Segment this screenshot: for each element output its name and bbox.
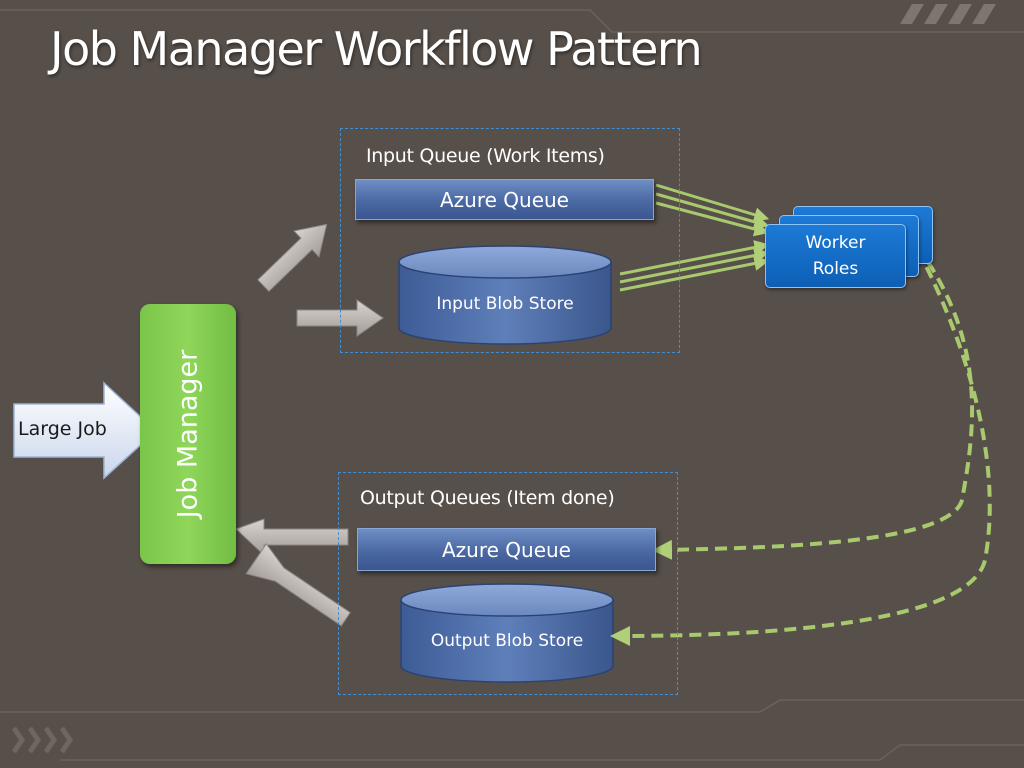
output-azure-queue: Azure Queue: [357, 528, 656, 571]
worker-roles-label-line2: Roles: [812, 259, 859, 279]
output-blob-store-cylinder: [400, 583, 614, 683]
worker-roles-label: Worker Roles: [765, 230, 906, 282]
job-manager-box: [140, 304, 236, 564]
worker-roles-label-line1: Worker: [805, 233, 866, 253]
decorative-frame: [0, 9, 1024, 761]
arrow-output-queue-to-manager: [235, 518, 349, 557]
decorative-stripes-top: [900, 4, 996, 24]
arrow-output-blob-to-manager: [245, 543, 351, 627]
input-queue-group-label: Input Queue (Work Items): [366, 145, 605, 167]
input-blob-store-cylinder: [398, 245, 612, 345]
decorative-chevrons-bottom: [11, 726, 74, 754]
output-queue-group-label: Output Queues (Item done): [360, 487, 615, 509]
arrows-workers-to-output: [610, 249, 992, 646]
input-blob-store-label: Input Blob Store: [436, 294, 574, 314]
worker-role-card-front: [765, 224, 906, 288]
large-job-label: Large Job: [18, 418, 107, 440]
job-manager-label: Job Manager: [172, 349, 204, 519]
large-job-arrow: [13, 381, 158, 480]
arrow-manager-to-input-queue: [257, 223, 328, 293]
slide-title: Job Manager Workflow Pattern: [50, 22, 703, 76]
output-queue-group: [338, 472, 678, 695]
output-blob-store-label: Output Blob Store: [430, 631, 584, 651]
arrows-input-to-workers: [619, 183, 770, 292]
input-queue-group: [340, 128, 680, 353]
input-azure-queue: Azure Queue: [355, 179, 654, 220]
